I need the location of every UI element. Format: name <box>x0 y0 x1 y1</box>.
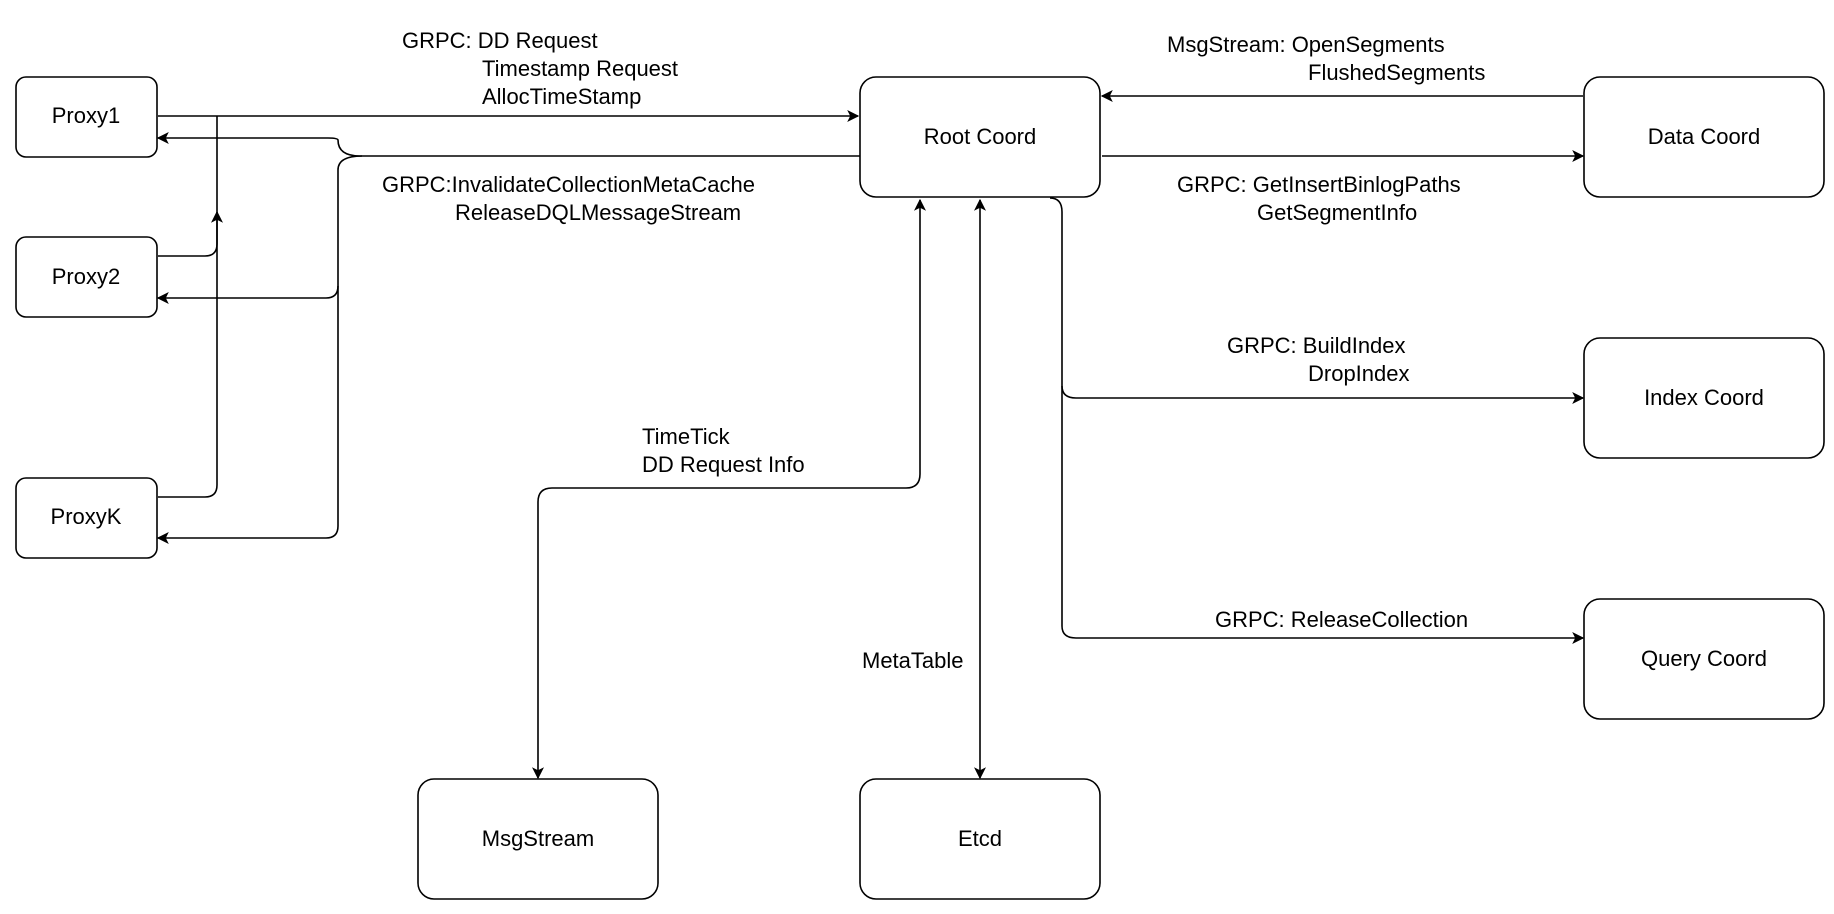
label-msgstream-root-2: DD Request Info <box>642 452 805 477</box>
nodes: Proxy1 Proxy2 ProxyK Root Coord Data Coo… <box>15 76 1825 900</box>
edge-root-to-proxyk <box>156 286 339 544</box>
label-root-to-data-2: GetSegmentInfo <box>1257 200 1417 225</box>
proxy2-node: Proxy2 <box>15 236 158 318</box>
label-msgstream-root-1: TimeTick <box>642 424 731 449</box>
edges <box>156 90 1585 780</box>
label-etcd-root-1: MetaTable <box>862 648 964 673</box>
data-coord-label: Data Coord <box>1648 124 1761 149</box>
edge-labels: GRPC: DD Request Timestamp Request Alloc… <box>382 28 1485 673</box>
label-data-to-root-1: MsgStream: OpenSegments <box>1167 32 1445 57</box>
proxy1-label: Proxy1 <box>52 103 120 128</box>
etcd-label: Etcd <box>958 826 1002 851</box>
proxy1-node: Proxy1 <box>15 76 158 158</box>
edge-root-to-query <box>1061 386 1585 644</box>
label-root-to-index-1: GRPC: BuildIndex <box>1227 333 1406 358</box>
etcd-node: Etcd <box>859 778 1101 900</box>
query-coord-node: Query Coord <box>1583 598 1825 720</box>
index-coord-node: Index Coord <box>1583 337 1825 459</box>
label-proxy-to-root-2: Timestamp Request <box>482 56 678 81</box>
proxyk-node: ProxyK <box>15 477 158 559</box>
edge-proxyk-to-trunk <box>158 210 223 498</box>
edge-root-to-proxy1 <box>156 132 860 157</box>
label-proxy-to-root-3: AllocTimeStamp <box>482 84 641 109</box>
query-coord-label: Query Coord <box>1641 646 1767 671</box>
root-coord-label: Root Coord <box>924 124 1037 149</box>
msgstream-label: MsgStream <box>482 826 594 851</box>
label-root-to-query-1: GRPC: ReleaseCollection <box>1215 607 1468 632</box>
label-data-to-root-2: FlushedSegments <box>1308 60 1485 85</box>
label-root-to-proxy-2: ReleaseDQLMessageStream <box>455 200 741 225</box>
label-root-to-proxy-1: GRPC:InvalidateCollectionMetaCache <box>382 172 755 197</box>
msgstream-node: MsgStream <box>417 778 659 900</box>
edge-proxy2-to-trunk <box>158 116 218 257</box>
data-coord-node: Data Coord <box>1583 76 1825 198</box>
edge-root-to-proxy2 <box>156 155 363 304</box>
proxyk-label: ProxyK <box>51 504 122 529</box>
edge-msgstream-root <box>532 198 926 780</box>
proxy2-label: Proxy2 <box>52 264 120 289</box>
label-root-to-data-1: GRPC: GetInsertBinlogPaths <box>1177 172 1461 197</box>
root-coord-node: Root Coord <box>859 76 1101 198</box>
label-proxy-to-root-1: GRPC: DD Request <box>402 28 598 53</box>
label-root-to-index-2: DropIndex <box>1308 361 1410 386</box>
index-coord-label: Index Coord <box>1644 385 1764 410</box>
